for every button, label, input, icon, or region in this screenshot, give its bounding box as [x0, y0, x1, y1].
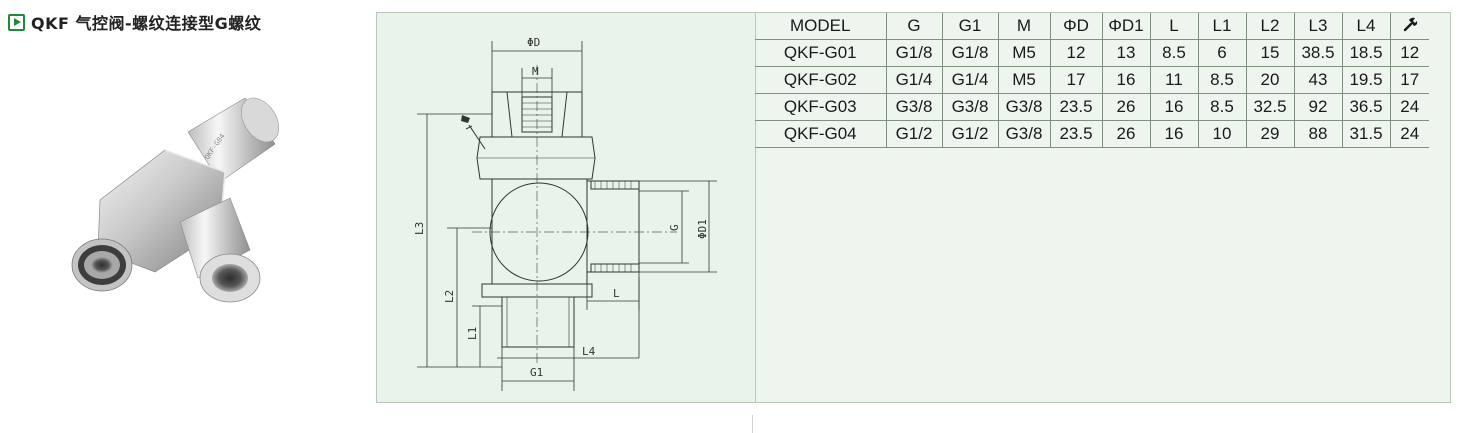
cell-phid1: 16	[1101, 66, 1151, 94]
cell-l: 16	[1149, 120, 1199, 148]
cell-model: QKF-G04	[755, 120, 887, 148]
cell-phid1: 26	[1101, 93, 1151, 121]
label-M: M	[532, 65, 539, 78]
cell-m: M5	[997, 39, 1051, 67]
cell-phid1: 26	[1101, 120, 1151, 148]
cell-g: G1/2	[885, 120, 943, 148]
cell-g: G3/8	[885, 93, 943, 121]
bottom-thread	[501, 296, 575, 348]
col-header-phid1: ΦD1	[1101, 13, 1151, 40]
col-header-l: L	[1149, 13, 1199, 40]
col-header-phid: ΦD	[1049, 13, 1103, 40]
technical-drawing: ΦD M L3 L2 L1 G1 L4 L G ΦD1	[413, 36, 717, 391]
cell-model: QKF-G03	[755, 93, 887, 121]
col-header-l1: L1	[1197, 13, 1247, 40]
cell-l1: 10	[1197, 120, 1247, 148]
cell-l3: 88	[1293, 120, 1343, 148]
cell-l3: 92	[1293, 93, 1343, 121]
cell-l1: 8.5	[1197, 93, 1247, 121]
col-header-l4: L4	[1341, 13, 1391, 40]
cell-l4: 19.5	[1341, 66, 1391, 94]
cell-phid: 23.5	[1049, 120, 1103, 148]
cell-m: M5	[997, 66, 1051, 94]
label-phiD1: ΦD1	[696, 219, 709, 239]
play-icon	[8, 13, 25, 31]
col-header-g1: G1	[941, 13, 999, 40]
col-header-l3: L3	[1293, 13, 1343, 40]
cell-l1: 8.5	[1197, 66, 1247, 94]
label-L2: L2	[443, 290, 456, 303]
col-header-l2: L2	[1245, 13, 1295, 40]
cell-l4: 36.5	[1341, 93, 1391, 121]
label-G1: G1	[530, 366, 543, 379]
label-L4: L4	[582, 345, 596, 358]
spec-table: MODEL G G1 M ΦD ΦD1 L L1 L2 L3 L4	[755, 13, 1429, 148]
col-header-g: G	[885, 13, 943, 40]
label-G: G	[668, 224, 681, 231]
cell-model: QKF-G02	[755, 66, 887, 94]
cell-wrench: 17	[1389, 66, 1429, 94]
cell-phid: 17	[1049, 66, 1103, 94]
cell-l2: 15	[1245, 39, 1295, 67]
cell-g: G1/8	[885, 39, 943, 67]
cell-l2: 20	[1245, 66, 1295, 94]
cell-l: 11	[1149, 66, 1199, 94]
cell-l: 8.5	[1149, 39, 1199, 67]
side-port	[586, 180, 640, 273]
cell-l1: 6	[1197, 39, 1247, 67]
cell-l2: 29	[1245, 120, 1295, 148]
cell-wrench: 12	[1389, 39, 1429, 67]
cell-phid: 23.5	[1049, 93, 1103, 121]
cell-l2: 32.5	[1245, 93, 1295, 121]
cell-l: 16	[1149, 93, 1199, 121]
cell-wrench: 24	[1389, 93, 1429, 121]
cell-g1: G1/8	[941, 39, 999, 67]
cell-m: G3/8	[997, 93, 1051, 121]
cell-l3: 43	[1293, 66, 1343, 94]
cell-g1: G1/2	[941, 120, 999, 148]
page-divider	[752, 415, 753, 433]
table-header-row: MODEL G G1 M ΦD ΦD1 L L1 L2 L3 L4	[755, 13, 1429, 40]
cell-phid: 12	[1049, 39, 1103, 67]
cell-wrench: 24	[1389, 120, 1429, 148]
col-header-model: MODEL	[755, 13, 887, 40]
col-header-m: M	[997, 13, 1051, 40]
wrench-icon	[1403, 17, 1417, 31]
section-title: QKF 气控阀-螺纹连接型G螺纹	[31, 14, 262, 33]
cell-l4: 31.5	[1341, 120, 1391, 148]
wrench-symbol	[461, 115, 486, 150]
technical-drawing-area: ΦD M L3 L2 L1 G1 L4 L G ΦD1	[377, 13, 756, 402]
section-header: QKF 气控阀-螺纹连接型G螺纹	[8, 10, 261, 34]
cell-l4: 18.5	[1341, 39, 1391, 67]
cell-g1: G3/8	[941, 93, 999, 121]
cell-g: G1/4	[885, 66, 943, 94]
cell-g1: G1/4	[941, 66, 999, 94]
cell-l3: 38.5	[1293, 39, 1343, 67]
cell-model: QKF-G01	[755, 39, 887, 67]
col-header-wrench	[1389, 13, 1429, 40]
spec-panel: ΦD M L3 L2 L1 G1 L4 L G ΦD1 MODEL G G1 M…	[376, 12, 1451, 403]
cap-taper	[506, 91, 568, 138]
label-L: L	[613, 287, 620, 300]
product-photo: QKF-G04	[71, 97, 280, 303]
label-L3: L3	[413, 222, 426, 235]
cell-phid1: 13	[1101, 39, 1151, 67]
label-phiD: ΦD	[527, 36, 540, 49]
cell-m: G3/8	[997, 120, 1051, 148]
label-L1: L1	[466, 327, 479, 340]
